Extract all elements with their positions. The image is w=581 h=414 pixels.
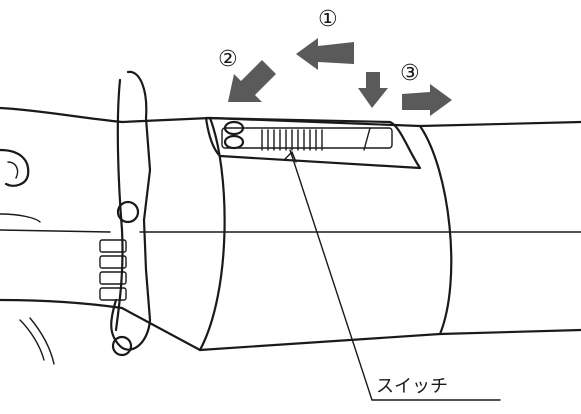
step-marker-3: ③ [400, 61, 420, 86]
arrow-step2-down-left [228, 60, 276, 102]
nose-curve-upper [0, 148, 30, 187]
switch-indicator-lower [223, 134, 245, 150]
arrow-step1-left [296, 38, 354, 70]
arrow-step3-right [402, 84, 452, 116]
grinder-body [0, 70, 581, 365]
switch-callout-label: スイッチ [376, 376, 448, 397]
switch-callout-leader [289, 149, 501, 401]
arrow-step3-down [358, 72, 388, 108]
switch-slot [221, 127, 393, 149]
vent-grille [99, 239, 127, 301]
nose-curve-inner [7, 161, 19, 179]
wheel-guard-edge [19, 317, 55, 365]
side-handle-socket [111, 335, 133, 357]
nose-lower-line [0, 213, 41, 223]
step-marker-2: ② [218, 47, 238, 72]
step-marker-1: ① [318, 7, 338, 32]
slide-switch [204, 116, 422, 170]
body-top-edge [0, 106, 581, 128]
housing-front-ring [198, 116, 226, 352]
switch-slider-ribs [261, 129, 323, 151]
switch-callout-tick [283, 151, 297, 163]
switch-housing [204, 116, 422, 170]
body-seam-left [0, 229, 111, 233]
spindle-lock-button [116, 200, 140, 224]
body-bottom-edge [0, 298, 581, 352]
switch-indicator-upper [223, 120, 245, 136]
housing-rear-curve [418, 124, 453, 336]
gear-head-flange [110, 70, 152, 351]
switch-slot-divider [363, 127, 371, 151]
direction-arrows [228, 38, 452, 116]
